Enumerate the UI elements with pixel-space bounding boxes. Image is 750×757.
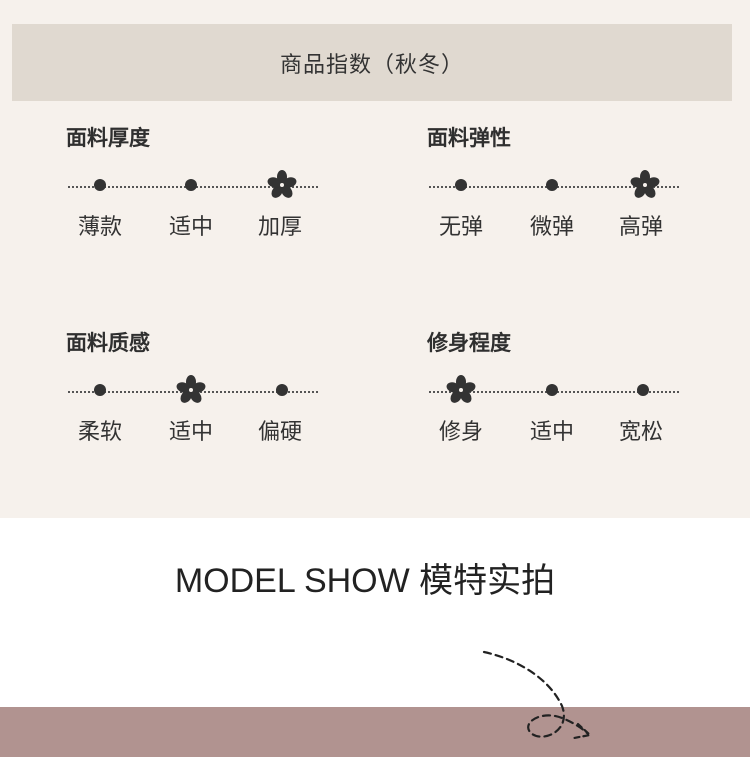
dot-icon [94,384,106,396]
attribute-title: 面料质感 [66,331,150,355]
index-header: 商品指数（秋冬） [12,24,732,101]
attribute-title: 修身程度 [427,331,511,355]
option-label: 高弹 [618,215,663,240]
attribute-fabric-thickness: 面料厚度 薄款 适中 加厚 [66,122,336,252]
attribute-title: 面料厚度 [66,126,150,150]
option-label: 宽松 [618,420,663,445]
attribute-title: 面料弹性 [427,126,511,150]
option-label: 加厚 [257,215,302,240]
option-label: 修身 [438,420,483,445]
dot-icon [455,179,467,191]
index-title: 商品指数（秋冬） [279,52,464,78]
dot-icon [276,384,288,396]
bottom-color-band [0,707,750,757]
flower-icon [176,375,206,403]
model-show-heading: MODEL SHOW 模特实拍 [174,562,556,600]
attribute-fabric-texture: 面料质感 柔软 适中 偏硬 [66,327,336,457]
flower-icon [446,375,476,403]
option-label: 微弹 [529,215,574,240]
option-label: 适中 [168,215,213,240]
option-label: 无弹 [438,215,483,240]
attribute-fabric-elasticity: 面料弹性 无弹 微弹 高弹 [427,122,697,252]
product-index-panel: 商品指数（秋冬） 面料厚度 薄款 适中 加厚 面料弹性 [0,0,750,518]
flower-icon [267,170,297,198]
flower-icon [630,170,660,198]
option-label: 偏硬 [257,420,302,445]
dot-icon [546,384,558,396]
dot-icon [94,179,106,191]
dot-icon [637,384,649,396]
dashed-arrow-icon [482,650,593,740]
option-label: 薄款 [77,215,122,240]
dot-icon [546,179,558,191]
dot-icon [185,179,197,191]
attribute-fit-level: 修身程度 修身 适中 宽松 [427,327,697,457]
option-label: 适中 [529,420,574,445]
option-label: 适中 [168,420,213,445]
option-label: 柔软 [77,420,122,445]
